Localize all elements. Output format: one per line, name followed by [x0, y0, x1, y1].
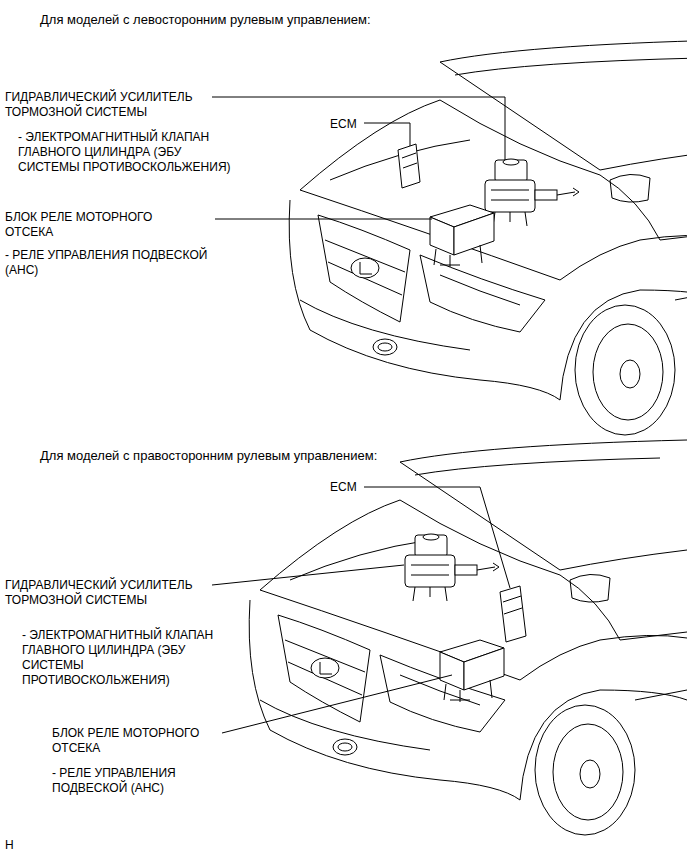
sub-part-label: - ЭЛЕКТРОМАГНИТНЫЙ КЛАПАН ГЛАВНОГО ЦИЛИН… — [18, 130, 243, 175]
sub-part-label: - РЕЛЕ УПРАВЛЕНИЯ ПОДВЕСКОЙ (AHC) — [5, 248, 235, 278]
part-label: ECM — [330, 117, 357, 132]
sub-part-label: - ЭЛЕКТРОМАГНИТНЫЙ КЛАПАН ГЛАВНОГО ЦИЛИН… — [22, 628, 227, 688]
part-label: БЛОК РЕЛЕ МОТОРНОГО ОТСЕКА — [5, 210, 175, 240]
part-label: БЛОК РЕЛЕ МОТОРНОГО ОТСЕКА — [52, 726, 222, 756]
part-label: ECM — [330, 480, 357, 495]
part-label: ГИДРАВЛИЧЕСКИЙ УСИЛИТЕЛЬ ТОРМОЗНОЙ СИСТЕ… — [5, 90, 205, 120]
section-heading: Для моделей с левосторонним рулевым упра… — [40, 12, 371, 27]
section-heading: Для моделей с правосторонним рулевым упр… — [40, 448, 377, 463]
sub-part-label: - РЕЛЕ УПРАВЛЕНИЯ ПОДВЕСКОЙ (AHC) — [52, 766, 222, 796]
part-label: ГИДРАВЛИЧЕСКИЙ УСИЛИТЕЛЬ ТОРМОЗНОЙ СИСТЕ… — [5, 578, 205, 608]
figure-code: H — [5, 838, 14, 853]
